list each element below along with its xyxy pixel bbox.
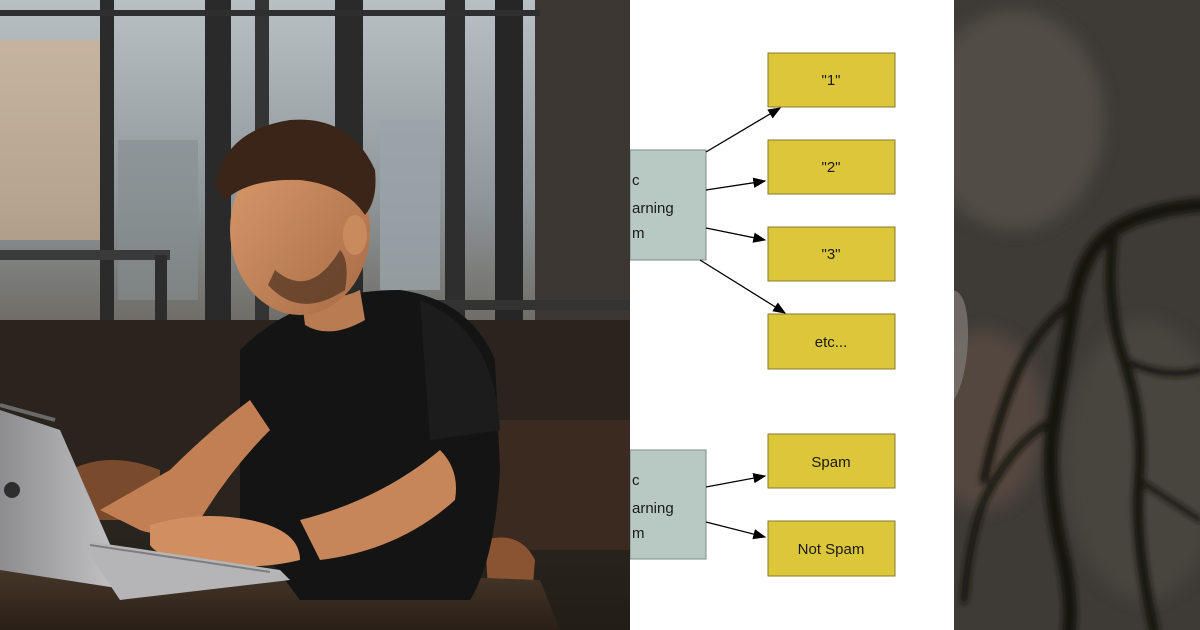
bottom-classifier-line-1: c — [632, 472, 640, 489]
output-box-2: "2" — [767, 139, 896, 195]
output-label-etc: etc... — [815, 334, 848, 351]
top-classifier-box: c arning m — [630, 149, 707, 261]
photo-blurred-branches — [954, 0, 1200, 630]
output-label-3: "3" — [822, 246, 841, 263]
classification-diagram: c arning m "1" "2" "3" — [630, 0, 954, 630]
diagram-canvas: c arning m "1" "2" "3" — [630, 52, 896, 577]
output-box-spam: Spam — [767, 433, 896, 489]
photo-illustration — [0, 0, 630, 630]
output-label-not-spam: Not Spam — [798, 541, 865, 558]
arrow-to-output-etc — [699, 259, 787, 314]
bottom-classifier-box: c arning m — [630, 449, 707, 560]
photo-man-typing-on-laptop — [0, 0, 630, 630]
output-box-etc: etc... — [767, 313, 896, 370]
top-classifier-line-3: m — [632, 225, 645, 242]
top-classifier-line-2: arning — [632, 200, 674, 217]
output-label-1: "1" — [822, 72, 841, 89]
bottom-classifier-line-3: m — [632, 525, 645, 542]
arrow-to-output-1 — [705, 107, 782, 153]
arrow-to-output-2 — [705, 177, 767, 191]
arrow-to-output-3 — [705, 227, 767, 243]
output-box-not-spam: Not Spam — [767, 520, 896, 577]
branches-illustration — [954, 0, 1200, 630]
bottom-classifier-line-2: arning — [632, 500, 674, 517]
output-label-2: "2" — [822, 159, 841, 176]
output-label-spam: Spam — [811, 454, 850, 471]
top-classifier-line-1: c — [632, 172, 640, 189]
output-box-1: "1" — [767, 52, 896, 108]
arrow-to-not-spam — [705, 521, 767, 540]
arrow-to-spam — [705, 473, 767, 488]
output-box-3: "3" — [767, 226, 896, 282]
